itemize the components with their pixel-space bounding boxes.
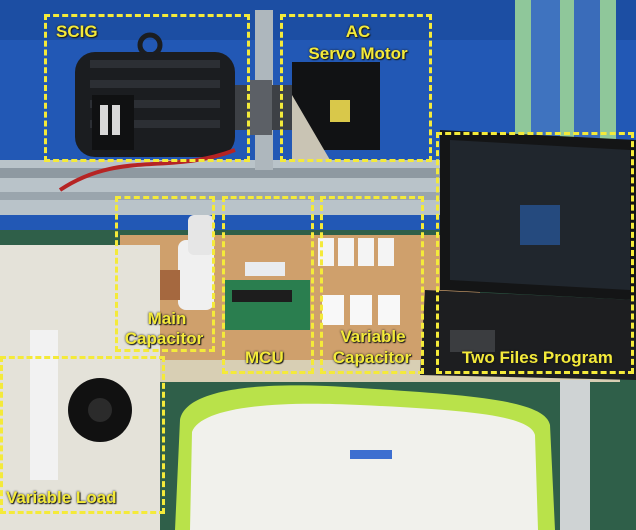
laptop-keyboard bbox=[420, 290, 636, 380]
coupling-hub bbox=[250, 80, 272, 135]
chair-inner bbox=[190, 403, 538, 530]
mcu-label: MCU bbox=[245, 348, 284, 367]
main-capacitor-label-line2: Capacitor bbox=[124, 329, 204, 348]
mcu-board bbox=[225, 280, 310, 330]
scig-lift-ring bbox=[137, 32, 163, 58]
chair-tag bbox=[350, 450, 392, 459]
load-knob-center bbox=[88, 398, 112, 422]
main-capacitor-label-line1: Main bbox=[147, 309, 187, 328]
screen-window bbox=[520, 205, 560, 245]
scig-fin-3 bbox=[90, 100, 220, 108]
ac-servo-label-line1: AC bbox=[345, 22, 371, 41]
ac-servo-label-line2: Servo Motor bbox=[308, 44, 408, 63]
scig-fin-1 bbox=[90, 60, 220, 68]
two-files-program-label: Two Files Program bbox=[462, 348, 613, 367]
var-cap-1 bbox=[322, 295, 344, 325]
scig-terminal-2 bbox=[112, 105, 120, 135]
main-capacitor-1 bbox=[178, 240, 214, 310]
relay-4 bbox=[378, 238, 394, 266]
rail-groove-2 bbox=[0, 192, 460, 200]
relay-3 bbox=[358, 238, 374, 266]
relay-1 bbox=[318, 238, 334, 266]
mcu-breadboard bbox=[245, 262, 285, 276]
servo-label bbox=[330, 100, 350, 122]
variable-capacitor-label-line1: Variable bbox=[340, 327, 406, 346]
variable-load-label: Variable Load bbox=[6, 488, 117, 507]
variable-capacitor-label-line2: Capacitor bbox=[332, 348, 412, 367]
servo-bracket bbox=[292, 95, 330, 160]
relay-2 bbox=[338, 238, 354, 266]
var-cap-2 bbox=[350, 295, 372, 325]
table-leg bbox=[560, 380, 590, 530]
red-cable bbox=[58, 148, 236, 192]
scig-fin-2 bbox=[90, 80, 220, 88]
load-label-panel bbox=[30, 330, 58, 480]
scig-terminal-1 bbox=[100, 105, 108, 135]
scig-label: SCIG bbox=[56, 22, 98, 41]
mcu-header bbox=[232, 290, 292, 302]
main-capacitor-2 bbox=[188, 215, 214, 255]
var-cap-3 bbox=[378, 295, 400, 325]
scig-fin-4 bbox=[90, 120, 220, 128]
rail-groove bbox=[0, 168, 460, 178]
laptop-touchpad bbox=[450, 330, 495, 352]
